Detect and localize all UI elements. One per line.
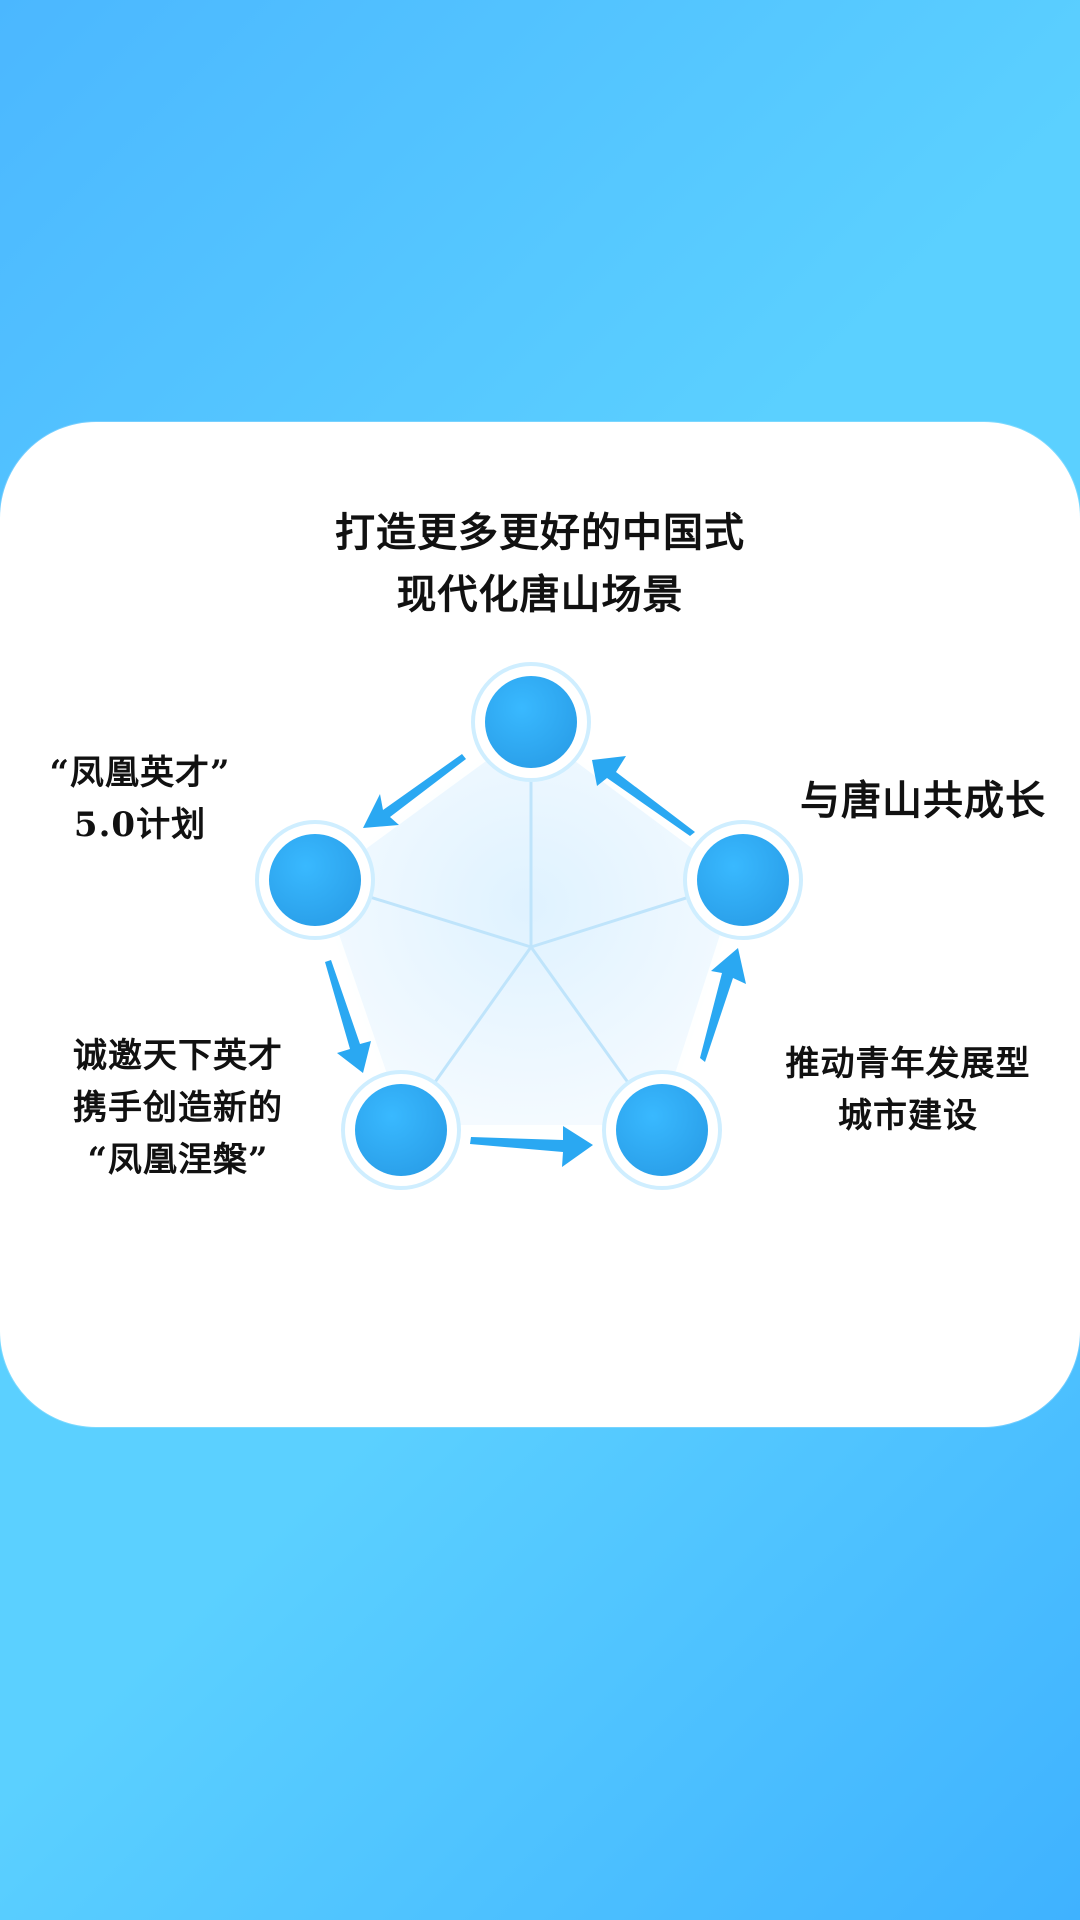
label-left-top: “凤凰英才” 5.0计划: [40, 747, 240, 851]
label-right-line-1: 与唐山共成长: [800, 777, 1046, 824]
cycle-diagram: [255, 662, 803, 1190]
label-right-bottom-line-2: 城市建设: [838, 1096, 978, 1136]
node-top: [471, 662, 591, 782]
label-top-line-1: 打造更多更好的中国式: [335, 509, 745, 556]
label-top: 打造更多更好的中国式 现代化唐山场景: [0, 502, 1080, 626]
label-left-bottom: 诚邀天下英才 携手创造新的 “凤凰涅槃”: [58, 1030, 298, 1186]
pentagon-area: [315, 722, 743, 1130]
label-right-bottom: 推动青年发展型 城市建设: [758, 1038, 1058, 1142]
node-left-bottom: [341, 1070, 461, 1190]
label-left-top-line-2: 5.0计划: [73, 805, 207, 845]
node-right-bottom: [602, 1070, 722, 1190]
label-left-bottom-line-1: 诚邀天下英才: [73, 1036, 283, 1076]
arrow-right-to-right-bottom-icon: [700, 948, 746, 1062]
label-left-bottom-line-2: 携手创造新的: [73, 1088, 283, 1128]
label-top-line-2: 现代化唐山场景: [396, 571, 684, 618]
node-left-top: [255, 820, 375, 940]
arrow-right-bottom-to-left-bottom-icon: [470, 1126, 593, 1167]
cycle-arrows: [325, 754, 746, 1167]
label-right: 与唐山共成长: [800, 773, 1046, 829]
arrow-top-to-right-icon: [592, 756, 695, 836]
label-left-bottom-line-3: “凤凰涅槃”: [87, 1140, 269, 1180]
node-right: [683, 820, 803, 940]
label-right-bottom-line-1: 推动青年发展型: [785, 1044, 1031, 1084]
arrow-left-top-to-top-icon: [363, 754, 466, 828]
nodes: [255, 662, 803, 1190]
arrow-left-bottom-to-left-top-icon: [325, 960, 371, 1073]
label-left-top-line-1: “凤凰英才”: [49, 753, 231, 793]
